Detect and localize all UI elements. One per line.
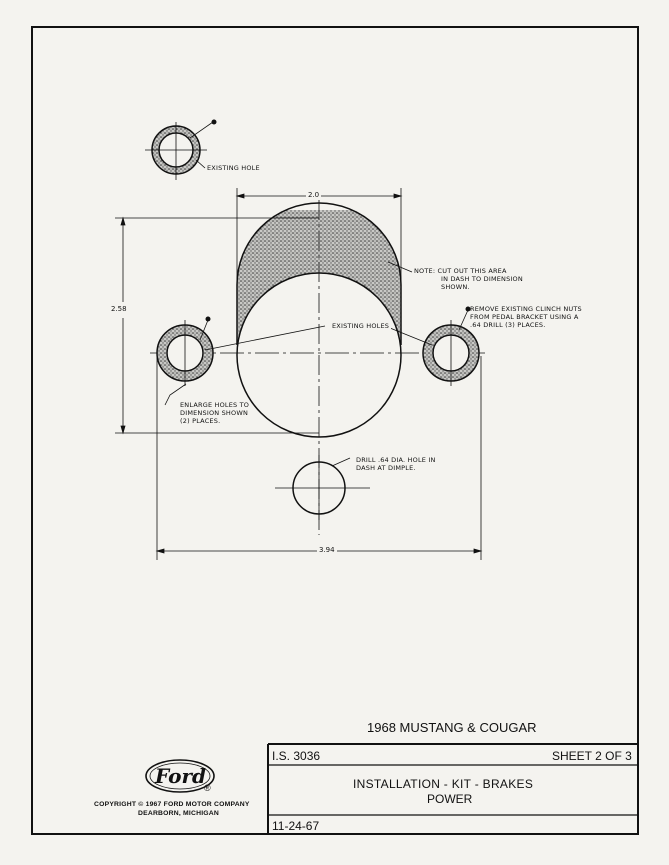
copyright-line2: DEARBORN, MICHIGAN <box>138 810 220 817</box>
drill-hole <box>275 455 370 520</box>
drill-note-line1: DRILL .64 DIA. HOLE IN <box>356 456 436 464</box>
existing-holes-note: EXISTING HOLES <box>330 322 392 330</box>
drill-note-line2: DASH AT DIMPLE. <box>356 464 416 472</box>
cutout-note-line1: NOTE: CUT OUT THIS AREA <box>414 267 507 275</box>
remove-nuts-line3: .64 DRILL (3) PLACES. <box>470 321 546 329</box>
drawing-subtitle: POWER <box>427 792 473 806</box>
registered-mark: ® <box>204 783 211 793</box>
cutout-note: NOTE: CUT OUT THIS AREA IN DASH TO DIMEN… <box>414 267 523 291</box>
existing-hole-top <box>145 119 217 180</box>
ford-logo-text: Ford <box>155 764 206 788</box>
enlarge-note: ENLARGE HOLES TO DIMENSION SHOWN (2) PLA… <box>180 401 249 425</box>
right-hole <box>422 306 480 386</box>
sheet-number: SHEET 2 OF 3 <box>552 749 632 763</box>
enlarge-note-line2: DIMENSION SHOWN <box>180 409 249 417</box>
title-block-frame <box>267 743 638 834</box>
drill-note: DRILL .64 DIA. HOLE IN DASH AT DIMPLE. <box>356 456 436 472</box>
sheet-border <box>31 26 639 835</box>
enlarge-note-line1: ENLARGE HOLES TO <box>180 401 250 409</box>
copyright-line1: COPYRIGHT © 1967 FORD MOTOR COMPANY <box>94 801 250 808</box>
drawing-date: 11-24-67 <box>272 819 320 833</box>
remove-nuts-line2: FROM PEDAL BRACKET USING A <box>470 313 579 321</box>
remove-nuts-line1: REMOVE EXISTING CLINCH NUTS <box>470 305 582 313</box>
left-hole <box>156 316 214 386</box>
enlarge-note-line3: (2) PLACES. <box>180 417 221 425</box>
is-number: I.S. 3036 <box>272 749 321 763</box>
dim-width-bottom-label: 3.94 <box>317 546 337 554</box>
drawing-title: INSTALLATION - KIT - BRAKES <box>353 777 534 791</box>
model-title: 1968 MUSTANG & COUGAR <box>367 720 537 735</box>
ford-logo <box>145 759 215 793</box>
dim-height-left <box>115 216 319 435</box>
remove-nuts-note: REMOVE EXISTING CLINCH NUTS FROM PEDAL B… <box>470 305 582 329</box>
dim-width-top-label: 2.0 <box>306 191 322 199</box>
existing-holes-leaders <box>204 325 433 351</box>
cutout-note-line2: IN DASH TO DIMENSION <box>441 275 523 283</box>
existing-hole-note: EXISTING HOLE <box>207 164 260 172</box>
cutout-note-line3: SHOWN. <box>441 283 470 291</box>
dim-height-left-label: 2.58 <box>111 305 127 313</box>
